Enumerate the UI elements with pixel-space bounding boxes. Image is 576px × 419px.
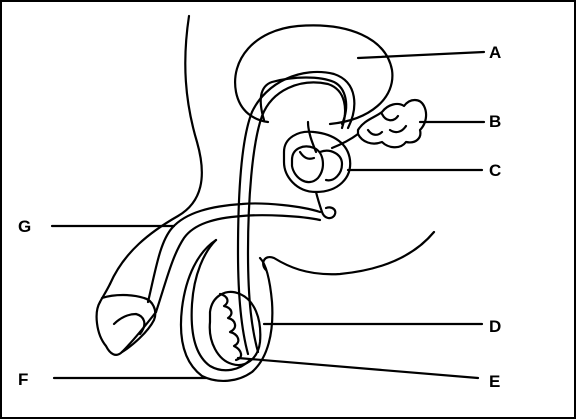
urethra-outer bbox=[146, 202, 322, 304]
ejaculatory-duct bbox=[314, 190, 337, 220]
label-b: B bbox=[489, 112, 502, 131]
seminal-vesicle-detail-1 bbox=[380, 112, 400, 122]
prostate-outline bbox=[282, 130, 352, 194]
label-e: E bbox=[489, 372, 501, 391]
glans bbox=[95, 293, 157, 356]
penis-upper bbox=[98, 282, 112, 304]
label-f: F bbox=[18, 370, 29, 389]
seminal-vesicle-duct bbox=[330, 132, 360, 150]
epididymis bbox=[218, 292, 243, 362]
leader-line-a bbox=[356, 50, 486, 60]
prostate-inner-2 bbox=[318, 149, 344, 182]
scrotum-inner bbox=[190, 238, 252, 372]
urethra-inner bbox=[154, 214, 322, 314]
seminal-vesicle-detail-3 bbox=[366, 128, 384, 136]
seminal-vesicle bbox=[356, 98, 428, 149]
label-g: G bbox=[18, 217, 32, 236]
bladder-outline bbox=[234, 24, 394, 126]
bladder-inner bbox=[259, 76, 348, 126]
vas-deferens-inner bbox=[246, 81, 347, 354]
label-d: D bbox=[489, 317, 502, 336]
testis bbox=[208, 290, 262, 367]
prostate-inner-3 bbox=[298, 150, 316, 160]
body-outline-thigh bbox=[262, 230, 436, 276]
label-a: A bbox=[489, 43, 502, 62]
penis-lower bbox=[120, 310, 158, 354]
foreskin-fold bbox=[112, 312, 146, 336]
leader-line-e bbox=[236, 356, 480, 380]
scrotum-outline bbox=[179, 238, 274, 382]
prostate-inner-1 bbox=[290, 145, 324, 184]
urethra-upper bbox=[306, 120, 318, 154]
body-outline-back bbox=[108, 14, 203, 286]
label-c: C bbox=[489, 161, 502, 180]
seminal-vesicle-detail-2 bbox=[388, 124, 408, 134]
